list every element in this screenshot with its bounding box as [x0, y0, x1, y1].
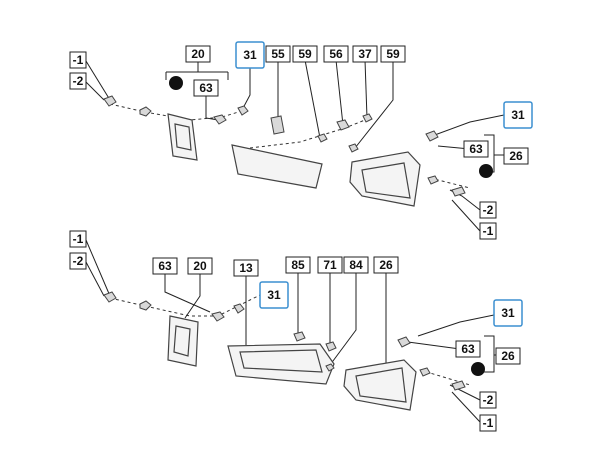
retainer-icon [233, 303, 245, 314]
screw-icon [103, 291, 117, 303]
callout-box [380, 45, 406, 63]
callout-31: 31 [267, 288, 281, 302]
callout-box [285, 256, 311, 274]
retainer-icon [425, 130, 439, 142]
callout-box [479, 201, 497, 219]
callout-box [69, 51, 87, 69]
callout-63: 63 [158, 259, 172, 273]
reflector-strip [231, 144, 323, 189]
callout-box [479, 222, 497, 240]
nut-icon [427, 175, 439, 185]
grommet-marker-icon [479, 164, 493, 178]
callout-box [463, 140, 489, 158]
lamp-bezel-right [349, 151, 421, 207]
callout-63: 63 [461, 342, 475, 356]
callout-31: 31 [501, 306, 515, 320]
callout-box [479, 391, 497, 409]
callout-box [233, 259, 259, 277]
callout-box [193, 79, 219, 97]
callout-box [187, 257, 213, 275]
callout-minus-1: -1 [73, 53, 84, 67]
callout-63: 63 [199, 81, 213, 95]
callout-box [455, 340, 481, 358]
callout-84: 84 [349, 258, 363, 272]
clip-icon [139, 106, 152, 117]
callout-box [479, 414, 497, 432]
callout-box [373, 256, 399, 274]
nut-icon [211, 311, 225, 322]
grommet-marker-icon [169, 76, 183, 90]
clip-icon [348, 143, 359, 153]
screw-icon [103, 95, 117, 107]
clip-icon [325, 341, 337, 352]
callout-55: 55 [271, 47, 285, 61]
nut-icon [419, 367, 431, 377]
top-assembly: -1 -2 20 63 31 55 59 56 37 59 31 63 26 [69, 41, 533, 240]
bracket-icon [293, 331, 306, 342]
lamp-housing-left [167, 113, 198, 161]
screw-icon [451, 380, 466, 391]
callout-box [292, 45, 318, 63]
callout-minus-2: -2 [73, 74, 84, 88]
callout-37: 37 [358, 47, 372, 61]
clip-icon [325, 363, 335, 372]
lamp-housing-left [167, 315, 199, 367]
callout-box [185, 45, 211, 63]
screw-icon [451, 186, 466, 197]
callout-26: 26 [379, 258, 393, 272]
screw-icon [336, 119, 350, 131]
callout-box-highlighted [259, 281, 289, 309]
callout-26: 26 [509, 149, 523, 163]
retainer-icon [237, 105, 249, 116]
callout-31: 31 [511, 108, 525, 122]
callout-minus-2: -2 [483, 203, 494, 217]
retainer-icon [397, 336, 411, 348]
callout-20: 20 [193, 259, 207, 273]
callout-59: 59 [386, 47, 400, 61]
callout-box [69, 230, 87, 248]
callout-box [317, 256, 343, 274]
callout-box [323, 45, 349, 63]
callout-13: 13 [239, 261, 253, 275]
callout-box [495, 347, 521, 365]
callout-box [265, 45, 291, 63]
callout-minus-1: -1 [73, 232, 84, 246]
callout-box [69, 72, 87, 90]
callout-minus-1: -1 [483, 416, 494, 430]
callout-box-highlighted [503, 101, 533, 129]
callout-minus-1: -1 [483, 224, 494, 238]
bumper-trim-panel [227, 343, 335, 385]
callout-20: 20 [191, 47, 205, 61]
lamp-bezel-right [343, 359, 417, 411]
screw-icon [362, 113, 373, 123]
bottom-assembly: -1 -2 63 20 13 85 71 84 26 31 31 63 26 [69, 230, 523, 432]
callout-59: 59 [298, 47, 312, 61]
callout-box [343, 256, 369, 274]
callout-minus-2: -2 [73, 254, 84, 268]
screw-icon [317, 133, 328, 143]
nut-icon [213, 114, 227, 125]
callout-minus-2: -2 [483, 393, 494, 407]
bracket-icon [270, 115, 285, 135]
callout-71: 71 [323, 258, 337, 272]
callout-box-highlighted [235, 41, 265, 69]
grommet-marker-icon [471, 362, 485, 376]
callout-26: 26 [501, 349, 515, 363]
callout-31: 31 [243, 48, 257, 62]
callout-box [503, 147, 529, 165]
callout-box-highlighted [493, 299, 523, 327]
callout-56: 56 [329, 47, 343, 61]
callout-box [152, 257, 178, 275]
callout-63: 63 [469, 142, 483, 156]
clip-icon [139, 300, 152, 311]
callout-85: 85 [291, 258, 305, 272]
callout-box [352, 45, 378, 63]
callout-box [69, 252, 87, 270]
